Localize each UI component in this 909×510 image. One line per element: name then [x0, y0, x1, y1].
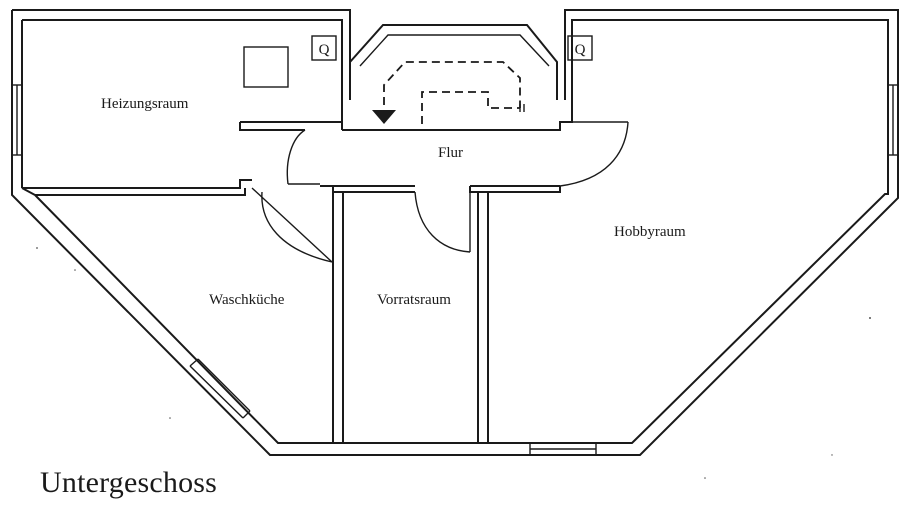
- scan-specks: [36, 247, 871, 479]
- boiler-symbol: [243, 46, 289, 88]
- door-waschkueche: [251, 187, 333, 263]
- stair-arrow-icon: [372, 110, 396, 124]
- room-label-waschkueche: Waschküche: [209, 292, 285, 308]
- floor-drain-left: Q: [311, 35, 337, 61]
- window-bottom: [529, 442, 597, 456]
- window-diagonal: [189, 358, 251, 419]
- room-label-vorratsraum: Vorratsraum: [377, 292, 451, 308]
- outer-walls: [11, 9, 899, 456]
- room-label-heizungsraum: Heizungsraum: [101, 96, 189, 112]
- door-vorratsraum: [414, 191, 471, 253]
- floor-drain-right: Q: [567, 35, 593, 61]
- floor-drain-right-label: Q: [575, 42, 586, 58]
- floor-drain-left-label: Q: [319, 42, 330, 58]
- window-left: [11, 84, 23, 156]
- window-right: [887, 84, 899, 156]
- stair-direction: [372, 61, 525, 124]
- interior-walls: [22, 112, 573, 443]
- door-heizungsraum: [286, 129, 320, 185]
- stair-core: [349, 24, 558, 100]
- floor-title: Untergeschoss: [40, 466, 218, 499]
- room-label-flur: Flur: [438, 145, 463, 161]
- door-hobbyraum: [559, 121, 629, 187]
- room-label-hobbyraum: Hobbyraum: [614, 224, 686, 240]
